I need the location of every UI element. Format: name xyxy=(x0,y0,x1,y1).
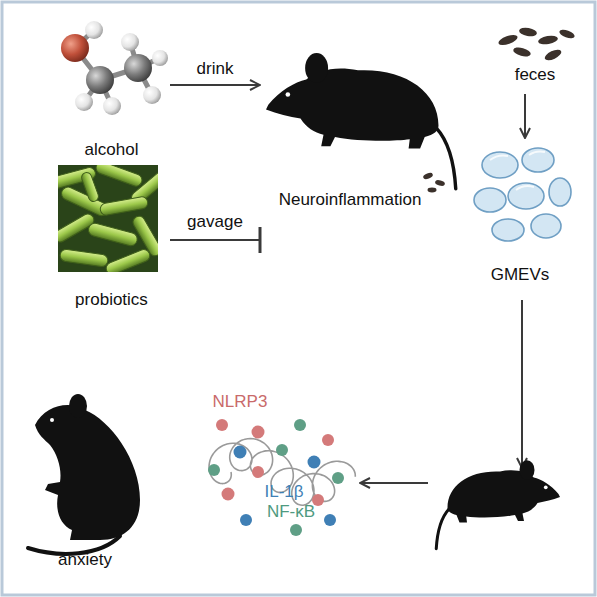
feces-pellets xyxy=(497,26,575,62)
cytokine-dots xyxy=(208,419,344,536)
coil-line xyxy=(209,439,355,506)
vesicles xyxy=(474,148,571,241)
flow-arrow xyxy=(170,84,260,86)
flow-arrow xyxy=(521,300,523,468)
illustration-node: GMEVs xyxy=(470,140,570,290)
node-label: NF-κB xyxy=(261,502,321,522)
mouse-silhouette xyxy=(436,460,560,549)
inhibition-arrow xyxy=(170,239,260,241)
illustration-node: alcohol xyxy=(55,15,168,165)
flow-arrow xyxy=(524,94,526,138)
node-label: IL-1β xyxy=(259,482,309,502)
illustration-node: anxiety xyxy=(20,395,150,575)
node-label: Neuroinflammation xyxy=(250,190,450,210)
node-label: probiotics xyxy=(55,290,168,310)
illustration-node: probiotics xyxy=(55,160,168,310)
node-label: GMEVs xyxy=(470,265,570,285)
illustration-node: Neuroinflammation xyxy=(262,40,462,255)
bacteria-image xyxy=(49,160,169,276)
flow-arrow xyxy=(360,482,428,484)
cytokine-coil xyxy=(209,439,355,506)
node-label: feces xyxy=(490,65,580,85)
node-label: NLRP3 xyxy=(205,392,275,412)
edge-label: drink xyxy=(197,59,234,79)
edge-label: gavage xyxy=(187,212,243,232)
mouse-silhouette xyxy=(266,53,456,189)
node-label: alcohol xyxy=(55,140,168,160)
rat-silhouette xyxy=(28,394,140,554)
ethanol-molecule xyxy=(61,21,168,115)
vesicle-shine xyxy=(490,151,545,190)
droppings xyxy=(422,172,445,193)
node-label: anxiety xyxy=(20,550,150,570)
illustration-node: NLRP3IL-1βNF-κB xyxy=(195,392,355,552)
illustration-node: feces xyxy=(490,20,580,92)
